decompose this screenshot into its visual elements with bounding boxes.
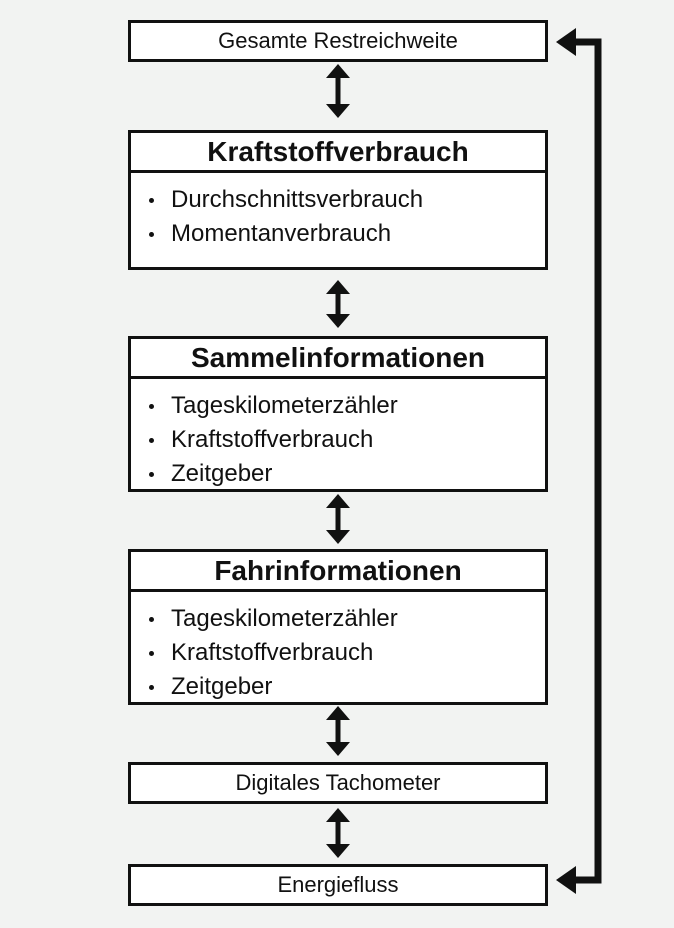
double-arrow-icon xyxy=(326,808,350,858)
list-item: Durchschnittsverbrauch xyxy=(147,183,545,217)
list-item: Tageskilometerzähler xyxy=(147,602,545,636)
box-fahrinformationen: Fahrinformationen Tageskilometerzähler K… xyxy=(128,549,548,705)
loop-back-arrow xyxy=(556,28,602,894)
box-kraftstoffverbrauch: Kraftstoffverbrauch Durchschnittsverbrau… xyxy=(128,130,548,270)
box-gesamte-restreichweite: Gesamte Restreichweite xyxy=(128,20,548,62)
double-arrow-icon xyxy=(326,706,350,756)
list-item: Zeitgeber xyxy=(147,670,545,704)
list-item: Kraftstoffverbrauch xyxy=(147,423,545,457)
box-label: Gesamte Restreichweite xyxy=(218,28,458,53)
item-list: Durchschnittsverbrauch Momentanverbrauch xyxy=(131,173,545,251)
list-item: Tageskilometerzähler xyxy=(147,389,545,423)
box-title: Fahrinformationen xyxy=(131,552,545,592)
box-label: Digitales Tachometer xyxy=(235,770,441,795)
box-sammelinformationen: Sammelinformationen Tageskilometerzähler… xyxy=(128,336,548,492)
double-arrow-icon xyxy=(326,280,350,328)
list-item: Momentanverbrauch xyxy=(147,217,545,251)
box-label: Energiefluss xyxy=(277,872,399,897)
box-title: Kraftstoffverbrauch xyxy=(131,133,545,173)
double-arrow-icon xyxy=(326,64,350,118)
box-energiefluss: Energiefluss xyxy=(128,864,548,906)
list-item: Kraftstoffverbrauch xyxy=(147,636,545,670)
item-list: Tageskilometerzähler Kraftstoffverbrauch… xyxy=(131,592,545,704)
item-list: Tageskilometerzähler Kraftstoffverbrauch… xyxy=(131,379,545,491)
double-arrow-icon xyxy=(326,494,350,544)
box-digitales-tachometer: Digitales Tachometer xyxy=(128,762,548,804)
list-item: Zeitgeber xyxy=(147,457,545,491)
box-title: Sammelinformationen xyxy=(131,339,545,379)
